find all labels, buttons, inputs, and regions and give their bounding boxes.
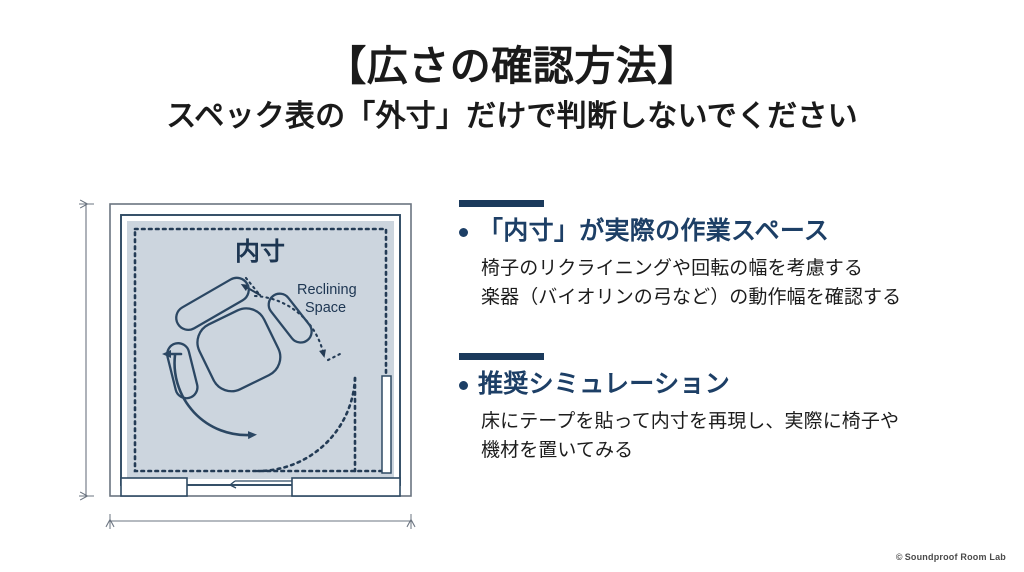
- page-title: 【広さの確認方法】: [325, 43, 699, 89]
- office-chair-top-view: [166, 276, 313, 400]
- watermark-text: Soundproof Room Lab: [904, 552, 1006, 562]
- body-line: 椅子のリクライニングや回転の幅を考慮する: [481, 258, 864, 280]
- section-accent-bar: [459, 200, 544, 207]
- section-heading: 「内寸」が実際の作業スペース: [459, 216, 999, 247]
- room-floor-plan-diagram: 内寸 Reclining Space: [70, 190, 430, 540]
- section-heading: 推奨シミュレーション: [459, 369, 999, 400]
- room-interior-fill: [127, 221, 394, 479]
- content-sections: 「内寸」が実際の作業スペース 椅子のリクライニングや回転の幅を考慮する 楽器（バ…: [459, 200, 999, 466]
- reclining-space-label-line2: Space: [305, 300, 346, 316]
- section-accent-bar: [459, 353, 544, 360]
- section-recommended-simulation: 推奨シミュレーション 床にテープを貼って内寸を再現し、実際に椅子や 機材を置いて…: [459, 353, 999, 466]
- width-dimension-arrow: [110, 514, 411, 529]
- bullet-dot-icon: [459, 228, 468, 238]
- body-line: 床にテープを貼って内寸を再現し、実際に椅子や: [481, 411, 900, 433]
- slide-header: 【広さの確認方法】 スペック表の「外寸」だけで判断しないでください: [0, 43, 1024, 134]
- height-dimension-arrow: [79, 204, 94, 496]
- reclining-space-arc-arrow: [240, 276, 344, 362]
- inner-dimension-dotted-area: [133, 227, 388, 473]
- door-swing-arc: [256, 376, 357, 473]
- body-line: 楽器（バイオリンの弓など）の動作幅を確認する: [481, 287, 902, 309]
- bullet-dot-icon: [459, 381, 468, 391]
- section-body: 床にテープを貼って内寸を再現し、実際に椅子や 機材を置いてみる: [481, 408, 999, 466]
- reclining-space-label-line1: Reclining: [297, 282, 357, 298]
- section-heading-text: 「内寸」が実際の作業スペース: [478, 217, 830, 245]
- section-inner-dimension: 「内寸」が実際の作業スペース 椅子のリクライニングや回転の幅を考慮する 楽器（バ…: [459, 200, 999, 313]
- section-heading-text: 推奨シミュレーション: [478, 370, 731, 398]
- body-line: 機材を置いてみる: [481, 440, 634, 462]
- door-leaf: [381, 375, 392, 474]
- copyright-watermark: ©Soundproof Room Lab: [896, 552, 1006, 562]
- chair-rotation-arrow: [162, 350, 257, 440]
- inner-dimension-label: 内寸: [235, 238, 285, 266]
- sliding-door-bottom-wall: [120, 477, 401, 497]
- section-body: 椅子のリクライニングや回転の幅を考慮する 楽器（バイオリンの弓など）の動作幅を確…: [481, 255, 999, 313]
- copyright-icon: ©: [895, 552, 903, 562]
- page-subtitle: スペック表の「外寸」だけで判断しないでください: [166, 99, 858, 133]
